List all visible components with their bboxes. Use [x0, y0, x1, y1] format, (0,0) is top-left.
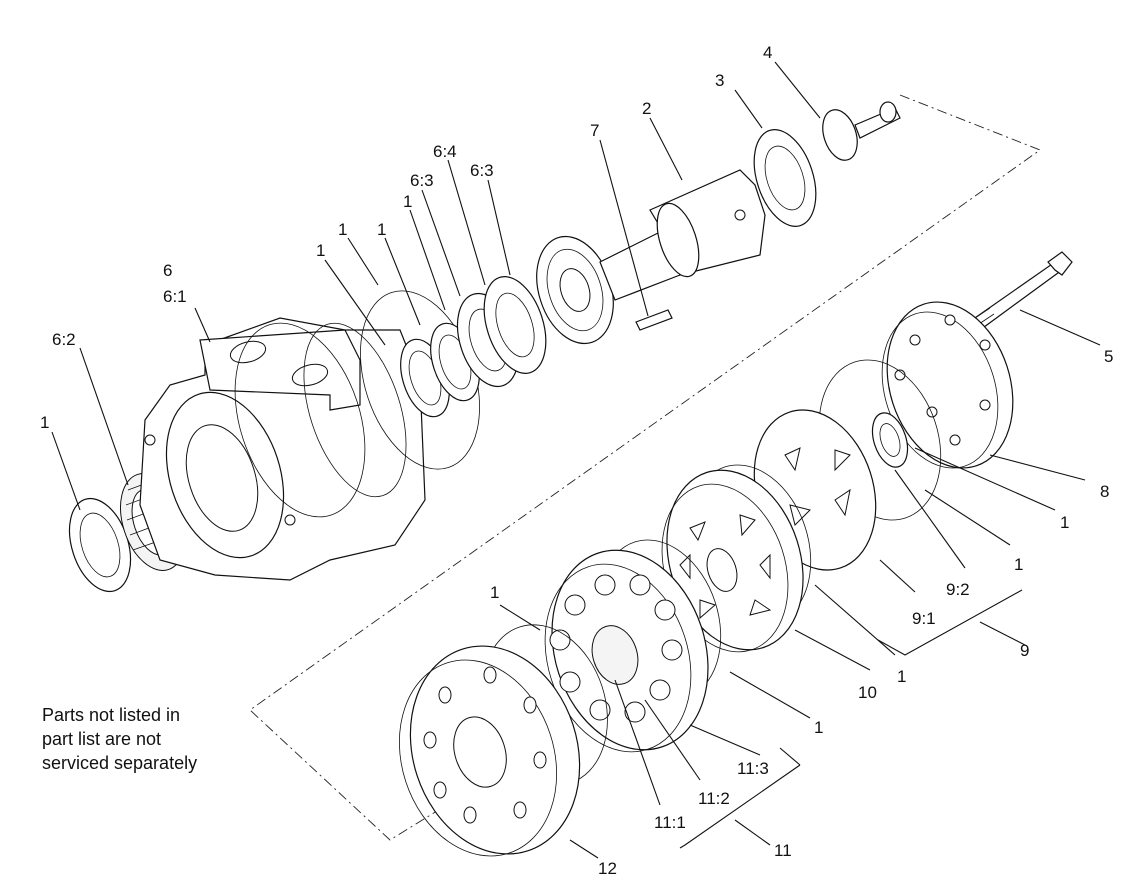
- callout-6-3-b: 6:3: [470, 161, 494, 180]
- callout-1-low: 1: [490, 583, 499, 602]
- cardan-drive-part: [822, 101, 901, 161]
- motor-housing-part: [139, 317, 426, 581]
- leader-lines: [51, 61, 1101, 859]
- callout-1-r2: 1: [1014, 555, 1023, 574]
- note-line-1: Parts not listed in: [42, 705, 180, 725]
- callout-10: 10: [858, 683, 877, 702]
- callout-6-3-a: 6:3: [410, 171, 434, 190]
- gear-set-part: [544, 549, 709, 753]
- thrust-bearing-part: [753, 129, 817, 227]
- ball-bearing-part: [536, 235, 614, 345]
- callout-1-r1: 1: [1060, 513, 1069, 532]
- callout-8: 8: [1100, 482, 1109, 501]
- callout-1-b: 1: [338, 220, 347, 239]
- callout-12: 12: [598, 859, 617, 878]
- callout-3: 3: [715, 71, 724, 90]
- callout-4: 4: [763, 43, 772, 62]
- callout-6-1: 6:1: [163, 287, 187, 306]
- callout-1-r3: 1: [897, 667, 906, 686]
- callout-11-2: 11:2: [698, 789, 730, 808]
- end-cover-part: [881, 301, 1014, 469]
- callout-6-4: 6:4: [433, 142, 457, 161]
- callout-5: 5: [1104, 347, 1113, 366]
- callout-1-c: 1: [377, 220, 386, 239]
- bolt-part: [971, 251, 1073, 331]
- callout-9-2: 9:2: [946, 580, 970, 599]
- callout-9-1: 9:1: [912, 609, 936, 628]
- callout-6: 6: [163, 261, 172, 280]
- callout-7: 7: [590, 121, 599, 140]
- callout-11-1: 11:1: [654, 813, 686, 832]
- callout-9: 9: [1020, 641, 1029, 660]
- output-shaft-part: [599, 169, 766, 301]
- valve-seal-part: [871, 412, 909, 468]
- callout-11: 11: [774, 841, 792, 860]
- note-line-3: serviced separately: [42, 753, 197, 773]
- callout-2: 2: [642, 99, 651, 118]
- callout-6-2: 6:2: [52, 330, 76, 349]
- callout-1-d: 1: [403, 192, 412, 211]
- callout-1-r4: 1: [814, 718, 823, 737]
- assembly-boundary: [249, 94, 1041, 841]
- distributor-plate-part: [661, 469, 804, 653]
- callout-1-seal: 1: [40, 413, 49, 432]
- note-line-2: part list are not: [42, 729, 161, 749]
- callout-11-3: 11:3: [737, 759, 769, 778]
- shaft-key-part: [635, 309, 673, 331]
- callout-1-a: 1: [316, 241, 325, 260]
- seal-stack-part: [400, 276, 547, 418]
- rear-cover-part: [398, 645, 581, 857]
